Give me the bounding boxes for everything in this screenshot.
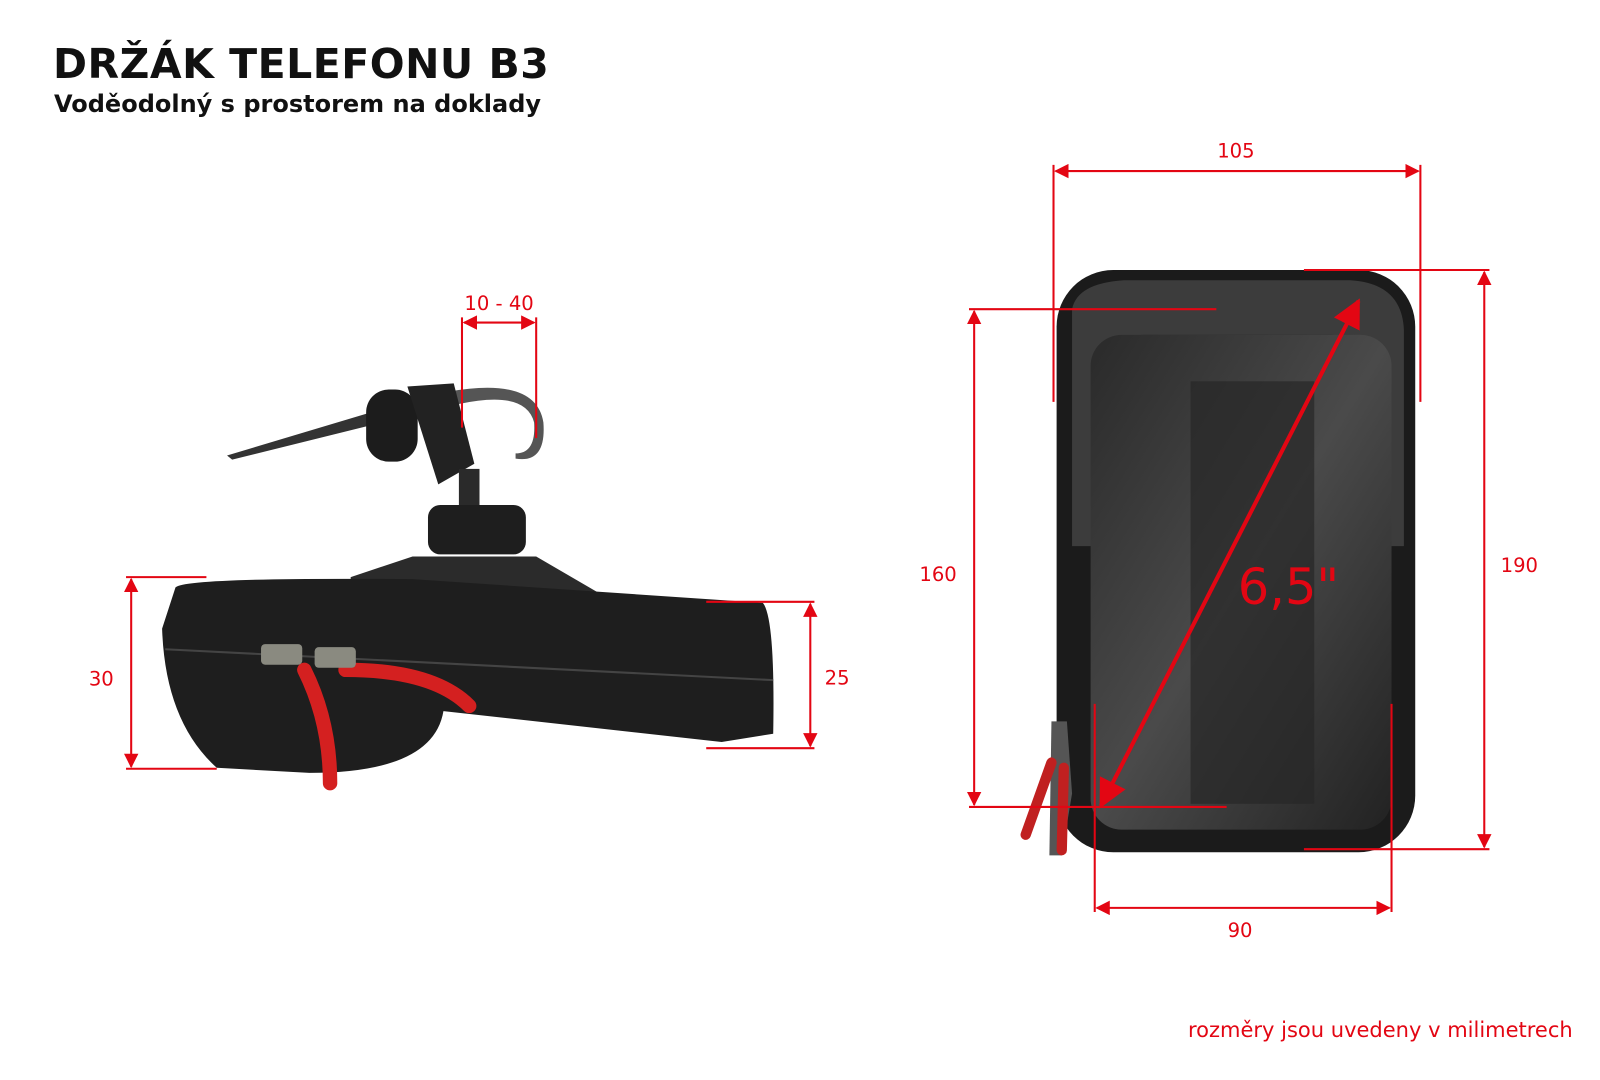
units-footnote: rozměry jsou uvedeny v milimetrech — [1188, 1018, 1573, 1042]
page-title: DRŽÁK TELEFONU B3 — [53, 40, 550, 88]
page-subtitle: Voděodolný s prostorem na doklady — [54, 90, 542, 118]
clamp-range-label: 10 - 40 — [464, 292, 533, 315]
screen-diagonal-label: 6,5" — [1238, 558, 1339, 616]
front-view-product — [1020, 270, 1416, 856]
side-view-product — [162, 383, 774, 791]
width-top-label: 105 — [1217, 140, 1254, 163]
front-dimensions — [966, 163, 1492, 916]
width-bottom-label: 90 — [1228, 919, 1253, 942]
height-left-label: 30 — [89, 667, 114, 690]
height-outer-label: 190 — [1501, 554, 1538, 577]
side-dimensions — [123, 315, 818, 770]
height-right-label: 25 — [825, 666, 850, 689]
height-inner-label: 160 — [919, 563, 956, 586]
